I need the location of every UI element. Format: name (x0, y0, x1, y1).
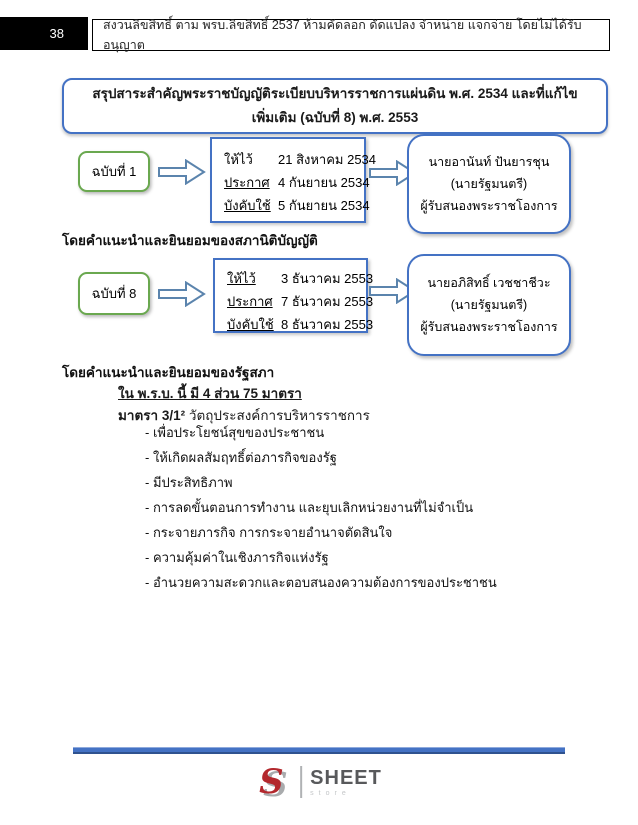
objective-item: - เพื่อประโยชน์สุขของประชาชน (145, 425, 325, 440)
objective-item: - มีประสิทธิภาพ (145, 475, 233, 490)
date-value: 8 ธันวาคม 2553 (281, 317, 374, 332)
objective-item: - การลดขั้นตอนการทำงาน และยุบเลิกหน่วยงา… (145, 500, 474, 515)
date-row: บังคับใช้ 8 ธันวาคม 2553 (227, 313, 373, 336)
copyright-notice-box: สงวนลิขสิทธิ์ ตาม พรบ.ลิขสิทธิ์ 2537 ห้า… (92, 18, 610, 52)
signer-name: นายอานันท์ ปันยารชุน (428, 155, 550, 169)
objectives-list: - เพื่อประโยชน์สุขของประชาชน - ให้เกิดผล… (145, 420, 497, 595)
edition-8-note: โดยคำแนะนำและยินยอมของรัฐสภา (62, 365, 275, 380)
objective-item: - ความคุ้มค่าในเชิงภารกิจแห่งรัฐ (145, 550, 329, 565)
date-value: 21 สิงหาคม 2534 (278, 152, 377, 167)
signer-title: (นายรัฐมนตรี) (450, 177, 528, 191)
date-label: ให้ไว้ (227, 271, 256, 286)
right-arrow-icon (369, 278, 417, 304)
edition-1-signer-box: นายอานันท์ ปันยารชุน (นายรัฐมนตรี) ผู้รั… (407, 134, 571, 234)
date-row: ประกาศ 4 กันยายน 2534 (224, 171, 370, 194)
date-value: 7 ธันวาคม 2553 (281, 294, 374, 309)
date-value: 5 กันยายน 2534 (278, 198, 370, 213)
edition-8-dates-box: ให้ไว้ 3 ธันวาคม 2553 ประกาศ 7 ธันวาคม 2… (213, 258, 373, 336)
edition-1-dates-box: ให้ไว้ 21 สิงหาคม 2534 ประกาศ 4 กันยายน … (210, 137, 376, 223)
edition-8-signer-box: นายอภิสิทธิ์ เวชชาชีวะ (นายรัฐมนตรี) ผู้… (407, 254, 571, 356)
date-value: 4 กันยายน 2534 (278, 175, 370, 190)
section-title: วัตถุประสงค์การบริหารราชการ (188, 408, 370, 423)
edition-8-label: ฉบับที่ 8 (91, 286, 137, 301)
signer-name: นายอภิสิทธิ์ เวชชาชีวะ (427, 276, 551, 290)
right-arrow-icon (369, 160, 417, 186)
sheet-logo-s-icon: S S (259, 762, 288, 804)
edition-1-label: ฉบับที่ 1 (91, 164, 137, 179)
date-value: 3 ธันวาคม 2553 (281, 271, 374, 286)
brand-subtitle: store (310, 789, 351, 797)
signer-role: ผู้รับสนองพระราชโองการ (420, 320, 558, 334)
edition-8-box: ฉบับที่ 8 (78, 272, 150, 315)
objective-item: - กระจายภารกิจ การกระจายอำนาจตัดสินใจ (145, 525, 393, 540)
svg-text:S: S (259, 762, 284, 802)
page-title: สรุปสาระสำคัญพระราชบัญญัติระเบียบบริหารร… (92, 86, 578, 125)
logo-divider (300, 766, 303, 798)
signer-role: ผู้รับสนองพระราชโองการ (420, 199, 558, 213)
structure-note: ใน พ.ร.บ. นี้ มี 4 ส่วน 75 มาตรา (118, 386, 302, 401)
svg-text:S: S (263, 765, 288, 804)
edition-1-box: ฉบับที่ 1 (78, 151, 150, 192)
right-arrow-icon (158, 159, 206, 185)
date-label: ประกาศ (227, 294, 273, 309)
copyright-notice: สงวนลิขสิทธิ์ ตาม พรบ.ลิขสิทธิ์ 2537 ห้า… (103, 18, 582, 52)
objective-item: - อำนวยความสะดวกและตอบสนองความต้องการของ… (145, 575, 497, 590)
date-label: ให้ไว้ (224, 152, 253, 167)
section-number: มาตรา 3/1² (118, 408, 186, 423)
edition-1-note: โดยคำแนะนำและยินยอมของสภานิติบัญญัติ (62, 233, 318, 248)
right-arrow-icon (158, 281, 206, 307)
date-row: ให้ไว้ 3 ธันวาคม 2553 (227, 267, 373, 290)
section-line: มาตรา 3/1² วัตถุประสงค์การบริหารราชการ (118, 404, 370, 426)
signer-title: (นายรัฐมนตรี) (450, 298, 528, 312)
footer-divider-bar (73, 747, 565, 754)
objective-item: - ให้เกิดผลสัมฤทธิ์ต่อภารกิจของรัฐ (145, 450, 337, 465)
date-row: บังคับใช้ 5 กันยายน 2534 (224, 194, 370, 217)
date-label: บังคับใช้ (224, 198, 271, 213)
page-number-tab: 38 (0, 17, 88, 50)
date-row: ให้ไว้ 21 สิงหาคม 2534 (224, 148, 376, 171)
sheet-store-logo: S S SHEET store (256, 760, 382, 804)
date-label: บังคับใช้ (227, 317, 274, 332)
date-label: ประกาศ (224, 175, 270, 190)
brand-name: SHEET (310, 766, 382, 789)
date-row: ประกาศ 7 ธันวาคม 2553 (227, 290, 373, 313)
page-number: 38 (49, 26, 64, 41)
title-box: สรุปสาระสำคัญพระราชบัญญัติระเบียบบริหารร… (62, 78, 608, 134)
logo-text: SHEET store (310, 768, 382, 797)
